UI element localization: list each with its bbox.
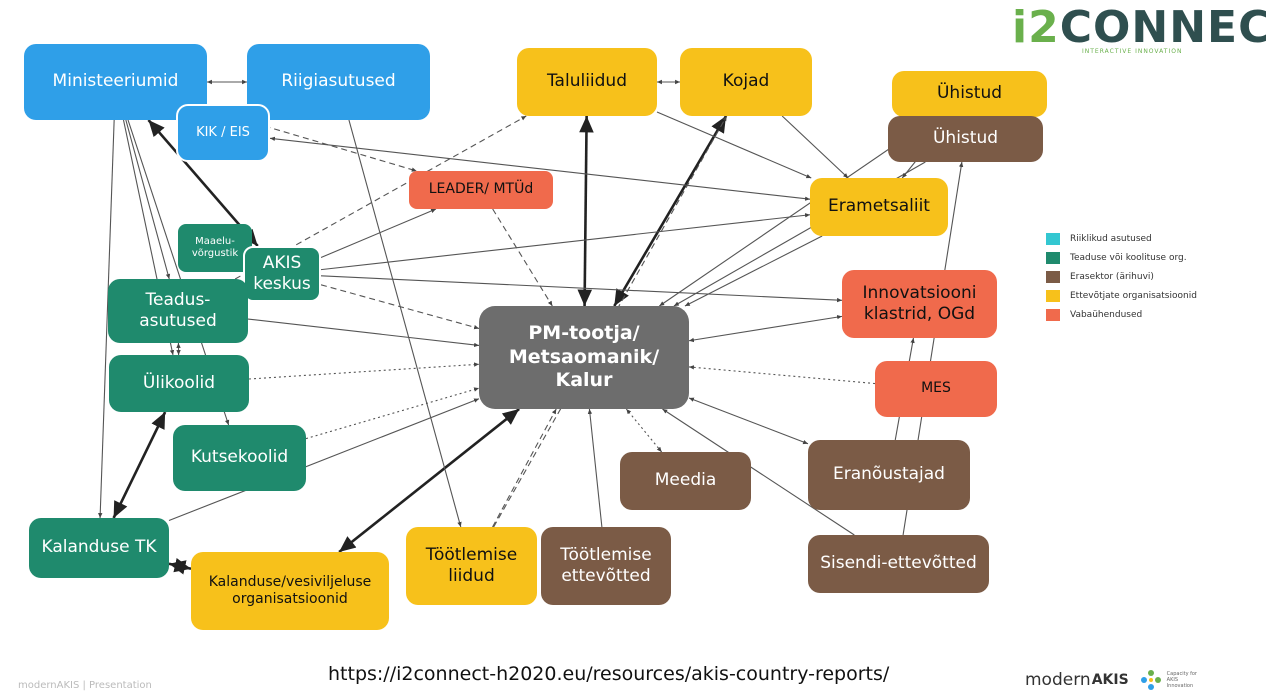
edge-erametsaliit-pm [684, 235, 823, 307]
node-riigiasutused: Riigiasutused [247, 44, 430, 120]
edge-meedia-pm [625, 408, 663, 453]
node-kik-eis: KIK / EIS [176, 104, 270, 162]
edge-sisendi-pm [662, 408, 855, 536]
legend-item: Erasektor (ärihuvi) [1046, 267, 1197, 286]
node-kutsekoolid: Kutsekoolid [173, 425, 306, 491]
edge-ulikoolid-pm [248, 362, 480, 380]
edge-taluliidud-pm [577, 115, 594, 307]
legend-label: Vabaühendused [1070, 309, 1143, 320]
source-url[interactable]: https://i2connect-h2020.eu/resources/aki… [328, 663, 890, 685]
node-maaeluvorgustik: Maaelu- võrgustik [178, 224, 252, 272]
node-tootlemise-liidud: Töötlemise liidud [406, 527, 537, 605]
edge-kutsekoolid-pm [305, 387, 480, 440]
edge-teadus-pm [247, 318, 480, 348]
edge-kojad-pm [613, 115, 728, 307]
legend-swatch [1046, 289, 1060, 302]
legend-swatch [1046, 251, 1060, 264]
i2connect-tagline: INTERACTIVE INNOVATION [1082, 48, 1183, 55]
legend-swatch [1046, 308, 1060, 321]
node-kalanduse-tk: Kalanduse TK [29, 518, 169, 578]
edge-ulikoolid-kalanduse_tk [112, 411, 167, 519]
i2connect-wordmark-rest: CONNECT [1059, 2, 1266, 53]
node-akis-keskus: AKIS keskus [243, 246, 321, 302]
modernakis-bold: AKIS [1091, 672, 1129, 688]
node-erametsaliit: Erametsaliit [810, 178, 948, 236]
node-kojad: Kojad [680, 48, 812, 116]
node-uhistud-yellow: Ühistud [892, 71, 1047, 117]
node-kalanduse-vesiviljeluse: Kalanduse/vesiviljeluse organisatsioonid [191, 552, 389, 630]
edge-ministeeriumid-kalanduse_tk [98, 119, 115, 519]
edge-kalanduse_tk-kalanduse_org [168, 558, 192, 575]
edge-ministeeriumid-leader [206, 108, 417, 172]
node-leader-mtud: LEADER/ MTÜd [409, 171, 553, 209]
edge-akis-innovatsiooni [320, 275, 843, 303]
edge-tootlemise_ettevotted-pm [587, 408, 603, 528]
edge-eranoustajad-pm [688, 397, 809, 445]
node-uhistud-brown: Ühistud [888, 116, 1043, 162]
node-sisendi-ettevotted: Sisendi-ettevõtted [808, 535, 989, 593]
legend-item: Ettevõtjate organisatsioonid [1046, 286, 1197, 305]
edge-tootlemise_liidud-kojad [493, 115, 728, 528]
node-taluliidud: Taluliidud [517, 48, 657, 116]
node-meedia: Meedia [620, 452, 751, 510]
node-innovatsiooni-klastrid: Innovatsiooni klastrid, OGd [842, 270, 997, 338]
node-eranoustajad: Eranõustajad [808, 440, 970, 510]
edge-kalanduse_org-pm [338, 407, 520, 554]
legend-label: Riiklikud asutused [1070, 233, 1152, 244]
modernakis-prefix: modern [1025, 670, 1091, 690]
node-mes: MES [875, 361, 997, 417]
node-teadusasutused: Teadus- asutused [108, 279, 248, 343]
legend: Riiklikud asutused Teaduse või koolituse… [1046, 229, 1197, 324]
edge-kojad-erametsaliit [781, 115, 849, 179]
edge-akis-erametsaliit [320, 213, 811, 271]
edge-ministeeriumid-teadus [125, 119, 171, 280]
edge-tootlemise_liidud-pm [492, 408, 557, 528]
edge-akis-leader [320, 208, 437, 259]
legend-swatch [1046, 232, 1060, 245]
edge-leader-pm [492, 208, 553, 307]
edge-mes-pm [688, 365, 876, 385]
i2connect-logo: i2CONNECT INTERACTIVE INNOVATION [1012, 6, 1266, 58]
edge-innovatsiooni-pm [688, 314, 843, 343]
node-pm-tootja: PM-tootja/ Metsaomanik/ Kalur [479, 306, 689, 409]
node-ministeeriumid: Ministeeriumid [24, 44, 207, 120]
edge-kik-erametsaliit [269, 136, 811, 201]
i2connect-wordmark-prefix: i2 [1012, 2, 1060, 53]
node-tootlemise-ettevotted: Töötlemise ettevõtted [541, 527, 671, 605]
legend-label: Erasektor (ärihuvi) [1070, 271, 1154, 282]
modernakis-tagline: Capacity for AKIS Innovation [1166, 671, 1197, 689]
legend-label: Teaduse või koolituse org. [1070, 252, 1187, 263]
node-ulikoolid: Ülikoolid [109, 355, 249, 412]
legend-swatch [1046, 270, 1060, 283]
edge-taluliidud-erametsaliit [656, 111, 812, 179]
modernakis-mark-icon [1140, 670, 1161, 690]
legend-label: Ettevõtjate organisatsioonid [1070, 290, 1197, 301]
legend-item: Teaduse või koolituse org. [1046, 248, 1197, 267]
i2connect-wordmark: i2CONNECT [1012, 6, 1266, 50]
legend-item: Vabaühendused [1046, 305, 1197, 324]
legend-item: Riiklikud asutused [1046, 229, 1197, 248]
footer-presentation-label: modernAKIS | Presentation [18, 680, 152, 691]
